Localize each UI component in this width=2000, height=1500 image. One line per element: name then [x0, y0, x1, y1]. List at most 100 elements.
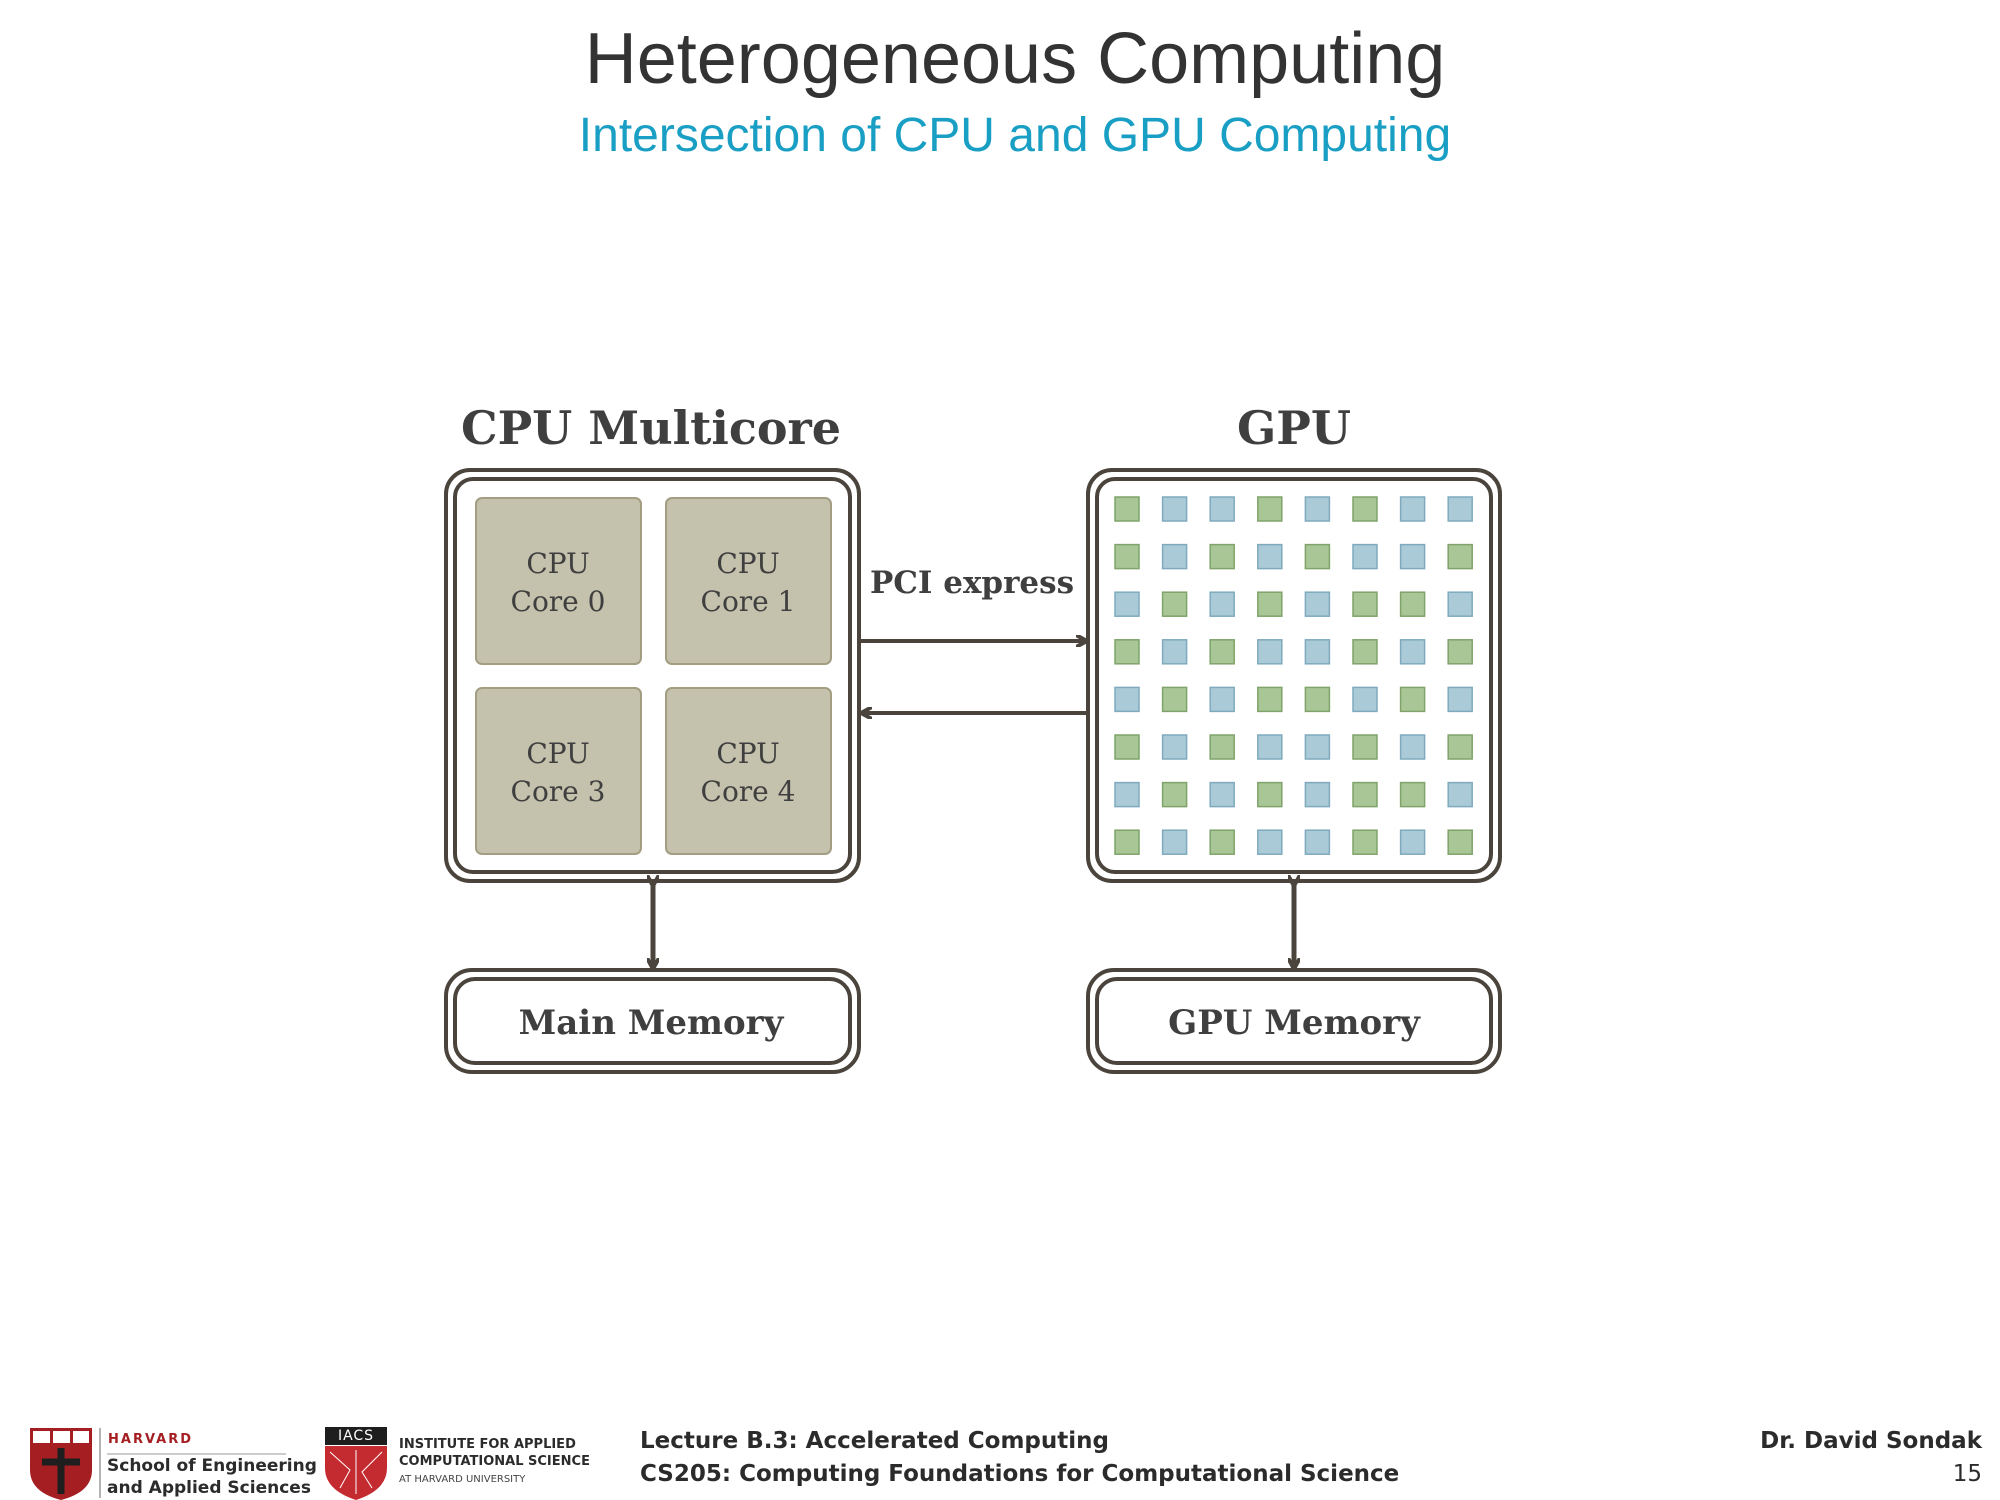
gpu-core	[1399, 781, 1426, 808]
iacs-line-3: AT HARVARD UNIVERSITY	[399, 1474, 526, 1485]
gpu-core	[1352, 591, 1378, 617]
gpu-core	[1209, 639, 1235, 665]
gpu-core	[1209, 781, 1235, 808]
gpu-core	[1114, 829, 1140, 855]
cpu-core-4: CPU Core 4	[665, 687, 832, 855]
cpu-core-1: CPU Core 1	[665, 497, 832, 665]
gpu-core	[1399, 543, 1426, 570]
cpu-multicore-heading: CPU Multicore	[461, 401, 841, 455]
gpu-core	[1209, 543, 1235, 570]
slide-subtitle: Intersection of CPU and GPU Computing	[578, 109, 1452, 162]
gpu-core	[1447, 543, 1473, 570]
gpu-core	[1399, 829, 1426, 855]
gpu-core	[1352, 543, 1378, 570]
gpu-memory-box: GPU Memory	[1086, 968, 1502, 1074]
gpu-core	[1161, 543, 1188, 570]
gpu-core	[1114, 781, 1140, 808]
gpu-core	[1257, 591, 1283, 617]
cpu-core-4-line1: CPU	[716, 737, 779, 770]
gpu-core	[1114, 639, 1140, 665]
gpu-core	[1447, 496, 1473, 522]
gpu-core	[1161, 639, 1188, 665]
gpu-core	[1114, 496, 1140, 522]
gpu-core	[1304, 781, 1331, 808]
iacs-line-2: COMPUTATIONAL SCIENCE	[399, 1454, 590, 1469]
gpu-core	[1209, 734, 1235, 760]
cpu-core-3-line2: Core 3	[511, 775, 606, 808]
cpu-core-3-line1: CPU	[526, 737, 589, 770]
gpu-core	[1447, 829, 1473, 855]
gpu-core	[1304, 496, 1331, 522]
harvard-label: HARVARD	[108, 1432, 193, 1447]
gpu-core	[1304, 543, 1331, 570]
page-number: 15	[1952, 1461, 1982, 1487]
gpu-core	[1209, 496, 1235, 522]
gpu-core	[1352, 639, 1378, 665]
lecture-title: Lecture B.3: Accelerated Computing	[640, 1428, 1109, 1454]
gpu-core	[1447, 686, 1473, 713]
gpu-core	[1161, 496, 1188, 522]
course-title: CS205: Computing Foundations for Computa…	[640, 1461, 1400, 1487]
main-memory-box: Main Memory	[444, 968, 861, 1074]
gpu-core	[1352, 829, 1378, 855]
gpu-memory-label: GPU Memory	[1168, 1003, 1421, 1043]
gpu-core	[1447, 734, 1473, 760]
author-name: Dr. David Sondak	[1760, 1428, 1982, 1454]
cpu-core-0: CPU Core 0	[475, 497, 642, 665]
gpu-core	[1447, 639, 1473, 665]
iacs-line-1: INSTITUTE FOR APPLIED	[399, 1437, 576, 1452]
pci-express-label: PCI express	[870, 565, 1074, 601]
gpu-core	[1304, 686, 1331, 713]
gpu-core	[1257, 734, 1283, 760]
slide-title: Heterogeneous Computing	[584, 19, 1446, 99]
gpu-core	[1447, 781, 1473, 808]
gpu-core	[1257, 496, 1283, 522]
seas-line-2: and Applied Sciences	[107, 1478, 311, 1498]
cpu-core-0-line2: Core 0	[511, 585, 606, 618]
gpu-core	[1399, 591, 1426, 617]
gpu-core	[1352, 734, 1378, 760]
gpu-core	[1209, 829, 1235, 855]
gpu-core	[1304, 734, 1331, 760]
gpu-core	[1257, 686, 1283, 713]
gpu-core	[1352, 686, 1378, 713]
cpu-core-0-line1: CPU	[526, 547, 589, 580]
seas-line-1: School of Engineering	[107, 1456, 317, 1476]
gpu-core	[1352, 496, 1378, 522]
gpu-core	[1161, 829, 1188, 855]
gpu-core	[1399, 496, 1426, 522]
gpu-core	[1399, 686, 1426, 713]
iacs-abbrev: IACS	[337, 1428, 375, 1444]
gpu-core	[1304, 591, 1331, 617]
cpu-core-1-line1: CPU	[716, 547, 779, 580]
gpu-core	[1257, 781, 1283, 808]
gpu-core	[1257, 829, 1283, 855]
gpu-core	[1304, 829, 1331, 855]
gpu-core	[1399, 734, 1426, 760]
gpu-core	[1114, 591, 1140, 617]
gpu-heading: GPU	[1237, 401, 1351, 455]
gpu-core	[1161, 686, 1188, 713]
gpu-core	[1161, 591, 1188, 617]
gpu-core	[1257, 543, 1283, 570]
gpu-core	[1114, 734, 1140, 760]
gpu-core	[1304, 639, 1331, 665]
gpu-core	[1399, 639, 1426, 665]
gpu-box	[1086, 468, 1502, 883]
gpu-core	[1209, 591, 1235, 617]
main-memory-label: Main Memory	[519, 1003, 785, 1043]
gpu-core-grid	[1114, 496, 1473, 855]
gpu-core	[1447, 591, 1473, 617]
iacs-logo	[325, 1427, 387, 1500]
gpu-core	[1114, 543, 1140, 570]
cpu-core-4-line2: Core 4	[701, 775, 796, 808]
cpu-core-1-line2: Core 1	[701, 585, 796, 618]
gpu-core	[1352, 781, 1378, 808]
gpu-core	[1114, 686, 1140, 713]
gpu-core	[1161, 734, 1188, 760]
gpu-core	[1161, 781, 1188, 808]
harvard-seas-logo	[30, 1428, 286, 1500]
gpu-core	[1209, 686, 1235, 713]
gpu-core	[1257, 639, 1283, 665]
